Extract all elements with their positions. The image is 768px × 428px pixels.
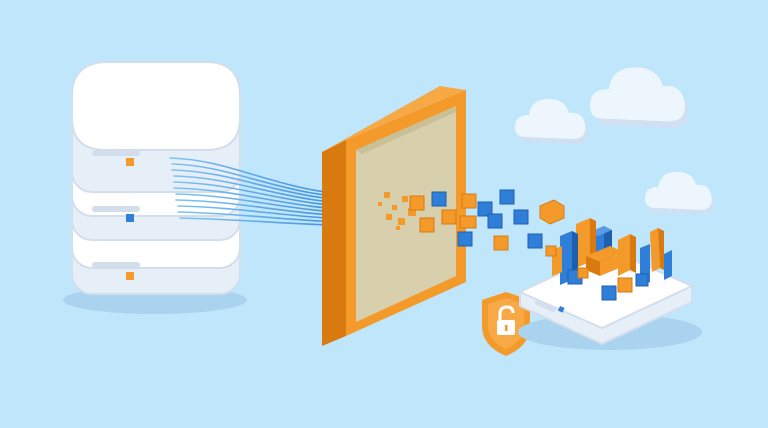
chart-bars: [545, 218, 672, 301]
cloud-icon: [515, 99, 589, 144]
cloud-icon: [590, 67, 689, 129]
status-led: [126, 272, 134, 280]
data-cube-icon: [409, 193, 509, 251]
data-cube-icon: [539, 199, 565, 225]
status-led: [557, 306, 565, 313]
cloud-icon: [645, 171, 715, 215]
shield-lock-icon: [482, 292, 530, 356]
analytics-platform-icon: [517, 218, 702, 350]
status-led: [126, 214, 134, 222]
data-cube-icon: [378, 192, 416, 230]
server-stack-icon: [63, 61, 247, 314]
server-unit-top: [71, 61, 241, 193]
data-cube-group: [378, 189, 565, 251]
firewall-frame-icon: [322, 86, 466, 346]
status-led: [126, 158, 134, 166]
data-cube-icon: [431, 189, 543, 249]
